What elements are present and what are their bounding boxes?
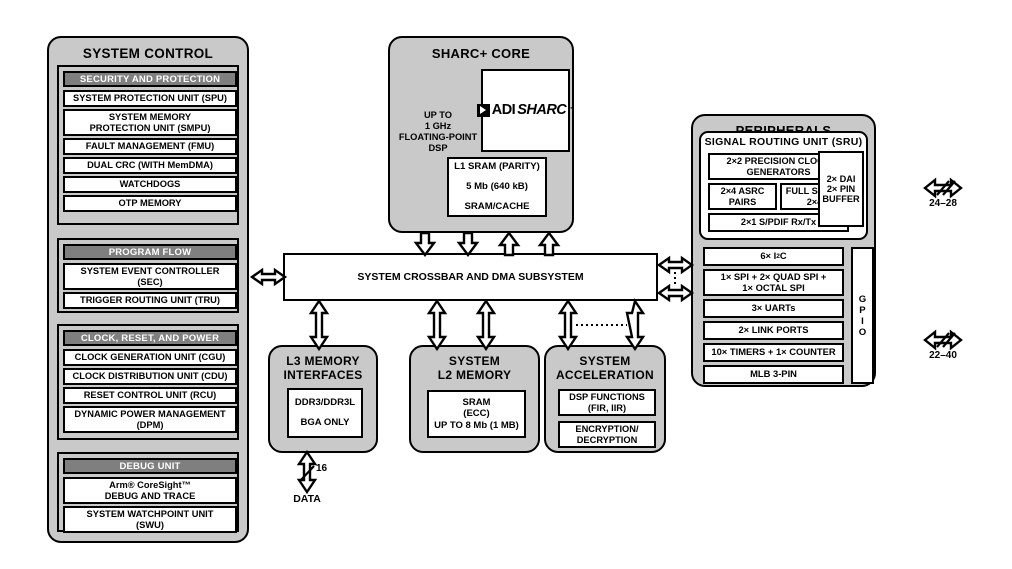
box-cdu: CLOCK DISTRIBUTION UNIT (CDU) bbox=[63, 368, 237, 385]
group-header-security: SECURITY AND PROTECTION bbox=[63, 71, 237, 87]
group-header-clock-reset-power: CLOCK, RESET, AND POWER bbox=[63, 330, 237, 346]
label-ddr-bus-width: 16 bbox=[316, 463, 328, 474]
group-header-program-flow: PROGRAM FLOW bbox=[63, 244, 237, 260]
sharc-product-text: SHARC bbox=[517, 102, 567, 119]
box-ddr3: DDR3/DDR3L BGA ONLY bbox=[287, 388, 363, 438]
box-smpu: SYSTEM MEMORY PROTECTION UNIT (SMPU) bbox=[63, 109, 237, 136]
l3-memory-title: L3 MEMORY INTERFACES bbox=[283, 354, 363, 383]
box-dai-buffer: 2× DAI 2× PIN BUFFER bbox=[818, 151, 864, 227]
group-signal-routing-unit: SIGNAL ROUTING UNIT (SRU) 2×2 PRECISION … bbox=[699, 131, 868, 240]
box-dsp-functions: DSP FUNCTIONS (FIR, IIR) bbox=[558, 389, 656, 416]
box-swu: SYSTEM WATCHPOINT UNIT (SWU) bbox=[63, 506, 237, 533]
crossbar-label: SYSTEM CROSSBAR AND DMA SUBSYSTEM bbox=[357, 271, 584, 283]
box-timers-counter: 10× TIMERS + 1× COUNTER bbox=[703, 343, 844, 362]
box-gpio: G P I O bbox=[851, 247, 874, 384]
i2c-suffix: C bbox=[779, 250, 787, 262]
box-system-crossbar: SYSTEM CROSSBAR AND DMA SUBSYSTEM bbox=[283, 253, 658, 301]
gpio-letter-p: P bbox=[859, 304, 866, 316]
adi-sharc-logo: ADI SHARC ™ bbox=[476, 69, 574, 152]
adi-logo-triangle-icon bbox=[476, 103, 490, 117]
acceleration-title: SYSTEM ACCELERATION bbox=[555, 354, 655, 383]
group-header-debug-unit: DEBUG UNIT bbox=[63, 458, 237, 474]
system-control-title: SYSTEM CONTROL bbox=[82, 46, 214, 61]
box-l1-sram: L1 SRAM (PARITY) 5 Mb (640 kB) SRAM/CACH… bbox=[447, 157, 547, 217]
group-security-and-protection: SECURITY AND PROTECTION SYSTEM PROTECTIO… bbox=[57, 65, 239, 225]
panel-system-l2-memory: SYSTEM L2 MEMORY SRAM (ECC) UP TO 8 Mb (… bbox=[409, 345, 540, 453]
group-debug-unit: DEBUG UNIT Arm® CoreSight™ DEBUG AND TRA… bbox=[57, 452, 239, 533]
panel-l3-memory-interfaces: L3 MEMORY INTERFACES DDR3/DDR3L BGA ONLY bbox=[268, 345, 378, 453]
sharc-core-title: SHARC+ CORE bbox=[431, 46, 531, 61]
box-cgu: CLOCK GENERATION UNIT (CGU) bbox=[63, 349, 237, 366]
i2c-prefix: 6× I bbox=[760, 250, 777, 262]
box-dual-crc: DUAL CRC (WITH MemDMA) bbox=[63, 157, 237, 174]
box-fmu: FAULT MANAGEMENT (FMU) bbox=[63, 138, 237, 155]
gpio-letter-o: O bbox=[858, 326, 867, 338]
box-asrc-pairs: 2×4 ASRC PAIRS bbox=[708, 183, 777, 210]
box-otp-memory: OTP MEMORY bbox=[63, 195, 237, 212]
box-dpm: DYNAMIC POWER MANAGEMENT (DPM) bbox=[63, 406, 237, 433]
box-tru: TRIGGER ROUTING UNIT (TRU) bbox=[63, 292, 237, 309]
label-gpio-pins: 22–40 bbox=[929, 350, 957, 361]
gpio-letter-i: I bbox=[861, 315, 864, 327]
group-program-flow: PROGRAM FLOW SYSTEM EVENT CONTROLLER (SE… bbox=[57, 238, 239, 313]
panel-sharc-core: SHARC+ CORE UP TO 1 GHz FLOATING-POINT D… bbox=[388, 36, 574, 233]
box-watchdogs: WATCHDOGS bbox=[63, 176, 237, 193]
sharc-trademark: ™ bbox=[568, 107, 575, 114]
box-encryption-decryption: ENCRYPTION/ DECRYPTION bbox=[558, 421, 656, 448]
sru-title: SIGNAL ROUTING UNIT (SRU) bbox=[704, 136, 863, 148]
box-l2-sram: SRAM (ECC) UP TO 8 Mb (1 MB) bbox=[427, 390, 526, 438]
box-rcu: RESET CONTROL UNIT (RCU) bbox=[63, 387, 237, 404]
adi-brand-text: ADI bbox=[491, 102, 516, 119]
sharc-core-spec: UP TO 1 GHz FLOATING-POINT DSP bbox=[398, 110, 478, 154]
box-sec: SYSTEM EVENT CONTROLLER (SEC) bbox=[63, 263, 237, 290]
label-ddr-bus-data: DATA bbox=[293, 493, 321, 505]
box-spi: 1× SPI + 2× QUAD SPI + 1× OCTAL SPI bbox=[703, 269, 844, 296]
box-spdif: 2×1 S/PDIF Rx/Tx bbox=[708, 213, 849, 232]
box-link-ports: 2× LINK PORTS bbox=[703, 321, 844, 340]
box-uarts: 3× UARTs bbox=[703, 299, 844, 318]
panel-system-acceleration: SYSTEM ACCELERATION DSP FUNCTIONS (FIR, … bbox=[544, 345, 666, 453]
gpio-letter-g: G bbox=[858, 293, 867, 305]
label-dai-pins: 24–28 bbox=[929, 198, 957, 209]
box-spu: SYSTEM PROTECTION UNIT (SPU) bbox=[63, 90, 237, 107]
group-clock-reset-power: CLOCK, RESET, AND POWER CLOCK GENERATION… bbox=[57, 324, 239, 440]
box-coresight: Arm® CoreSight™ DEBUG AND TRACE bbox=[63, 477, 237, 504]
box-mlb: MLB 3-PIN bbox=[703, 365, 844, 384]
gpio-label: G P I O bbox=[859, 294, 866, 338]
i2c-superscript: 2 bbox=[776, 252, 780, 260]
l2-memory-title: SYSTEM L2 MEMORY bbox=[437, 354, 512, 383]
